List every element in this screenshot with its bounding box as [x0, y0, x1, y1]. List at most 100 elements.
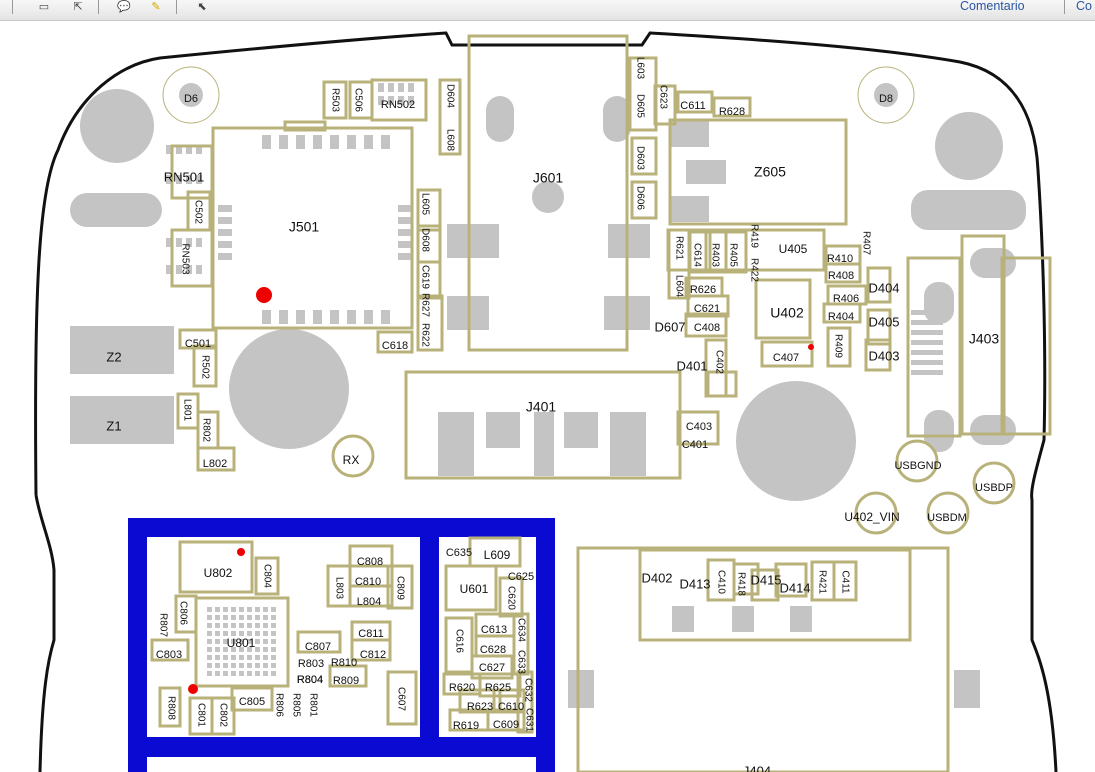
component-label: C631 — [523, 708, 534, 732]
component-label: D413 — [679, 576, 710, 591]
component-label: R804 — [297, 674, 323, 686]
component-label: U802 — [204, 566, 233, 580]
qfn-pad — [381, 310, 390, 324]
footprint-outline — [754, 278, 812, 340]
smd-pad — [671, 121, 709, 147]
component-label: C611 — [680, 100, 705, 112]
connector-pin — [911, 310, 943, 315]
footprint-outline — [960, 234, 1006, 436]
mounting-hole — [80, 89, 154, 163]
bga-ball — [255, 655, 260, 660]
component-label: D8 — [879, 93, 893, 105]
bga-ball — [223, 631, 228, 636]
bga-ball — [263, 631, 268, 636]
component-label: R404 — [828, 311, 854, 323]
bga-ball — [207, 639, 212, 644]
smd-pad — [686, 160, 726, 184]
component-label: L802 — [203, 458, 227, 470]
bga-ball — [231, 623, 236, 628]
component-label: U405 — [779, 242, 808, 256]
bga-ball — [271, 639, 276, 644]
oval-pad — [924, 282, 954, 324]
bga-ball — [247, 631, 252, 636]
export-icon[interactable]: ⇱ — [73, 1, 83, 13]
bga-ball — [207, 671, 212, 676]
bga-ball — [255, 671, 260, 676]
component-label: USBDP — [975, 482, 1013, 494]
bga-ball — [215, 647, 220, 652]
array-pad — [196, 238, 202, 247]
smd-pad — [732, 606, 754, 632]
component-label: R623 — [467, 701, 493, 713]
component-label: L804 — [357, 596, 381, 608]
component-label: C619 — [419, 265, 430, 289]
footprint-outline — [416, 294, 444, 352]
qfn-pad — [218, 205, 232, 212]
component-label: R621 — [673, 236, 684, 260]
component-label: RN502 — [381, 99, 415, 111]
footprint-outline — [1000, 256, 1052, 436]
second-link[interactable]: Co — [1076, 0, 1092, 13]
footprint-outline — [326, 564, 352, 608]
component-label: R803 — [298, 658, 324, 670]
footprint-outline — [706, 370, 738, 398]
bga-ball — [263, 623, 268, 628]
test-point-core — [179, 83, 203, 107]
smd-pad — [534, 412, 554, 476]
qfn-pad — [279, 310, 288, 324]
bga-ball — [223, 663, 228, 668]
footprint-outline — [196, 446, 236, 472]
component-label: J403 — [969, 331, 1000, 347]
component-label: C810 — [355, 576, 381, 588]
footprint-outline — [492, 688, 526, 714]
footprint-outline — [158, 686, 182, 728]
smd-pad — [438, 412, 474, 476]
connector-pin — [911, 370, 943, 375]
component-label: R805 — [290, 693, 301, 717]
comment-link[interactable]: Comentario — [960, 0, 1025, 13]
component-label: C407 — [773, 352, 799, 364]
usb-shell-pad — [970, 415, 1016, 445]
component-label: C620 — [505, 586, 516, 610]
footprint-outline — [416, 260, 442, 300]
component-label: R418 — [735, 572, 746, 596]
component-label: C502 — [192, 200, 203, 224]
bga-ball — [255, 631, 260, 636]
bga-ball — [263, 663, 268, 668]
select-icon[interactable]: ⬉ — [197, 1, 207, 13]
mounting-hole — [935, 112, 1003, 180]
footprint-outline — [638, 548, 912, 642]
smd-pad — [564, 412, 598, 448]
bga-ball — [231, 631, 236, 636]
array-pad — [186, 175, 192, 184]
shield-cavity-left — [147, 537, 420, 737]
comment-icon[interactable]: 💬 — [117, 1, 131, 13]
qfn-pad — [398, 253, 412, 260]
bga-ball — [223, 615, 228, 620]
bga-ball — [239, 647, 244, 652]
component-label: R807 — [157, 613, 168, 637]
qfn-pad — [296, 135, 305, 149]
smd-pad — [790, 606, 812, 632]
footprint-outline — [386, 670, 418, 726]
component-label: L603 — [634, 57, 645, 80]
save-icon[interactable]: ▭ — [38, 1, 50, 13]
footprint-outline — [864, 338, 892, 372]
component-label: USBGND — [894, 460, 941, 472]
component-label: C811 — [358, 628, 383, 640]
bga-ball — [247, 663, 252, 668]
component-label: Z605 — [754, 164, 786, 180]
markup-icon[interactable]: ✎ — [151, 1, 161, 13]
component-label: D402 — [641, 570, 672, 585]
component-label: USBDM — [927, 512, 967, 524]
footprint-outline — [832, 560, 858, 602]
bga-ball — [247, 623, 252, 628]
component-label: R625 — [485, 682, 511, 694]
bga-ball — [207, 663, 212, 668]
connector-pin — [911, 350, 943, 355]
component-label: D608 — [419, 228, 430, 252]
footprint-outline — [688, 230, 712, 274]
component-label: R407 — [860, 231, 871, 255]
bga-ball — [223, 655, 228, 660]
